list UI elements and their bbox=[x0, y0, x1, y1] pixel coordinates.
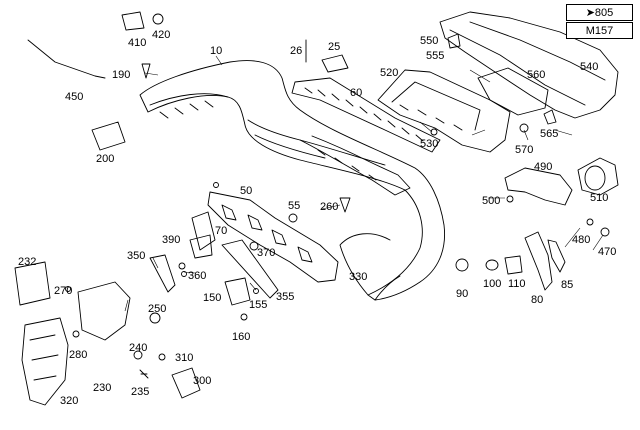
label-565: 565 bbox=[540, 128, 558, 140]
page-ref-box[interactable]: ➤ 805 bbox=[566, 4, 633, 21]
label-100: 100 bbox=[483, 278, 501, 290]
label-470: 470 bbox=[598, 246, 616, 258]
label-250: 250 bbox=[148, 303, 166, 315]
label-560: 560 bbox=[527, 69, 545, 81]
label-90: 90 bbox=[456, 288, 468, 300]
label-420: 420 bbox=[152, 29, 170, 41]
duct-part bbox=[171, 367, 201, 399]
label-150: 150 bbox=[203, 292, 221, 304]
cover-plate bbox=[477, 67, 549, 116]
label-500: 500 bbox=[482, 195, 500, 207]
leader-lines bbox=[124, 55, 604, 312]
sensor-small-parts bbox=[455, 255, 523, 275]
reflector-left bbox=[524, 231, 553, 291]
part-labels: 410 420 10 26 25 190 450 200 60 550 555 … bbox=[18, 29, 616, 407]
label-200: 200 bbox=[96, 153, 114, 165]
page-ref-label: 805 bbox=[594, 6, 614, 19]
label-390: 390 bbox=[162, 234, 180, 246]
label-80: 80 bbox=[531, 294, 543, 306]
label-110: 110 bbox=[508, 278, 526, 290]
side-bracket bbox=[504, 167, 573, 206]
label-230: 230 bbox=[93, 382, 111, 394]
plate-part bbox=[91, 121, 126, 151]
label-85: 85 bbox=[561, 279, 573, 291]
left-bracket-parts bbox=[21, 281, 131, 406]
label-280: 280 bbox=[69, 349, 87, 361]
label-480: 480 bbox=[572, 234, 590, 246]
reflector-right bbox=[547, 239, 566, 273]
sensor-housing bbox=[577, 157, 619, 196]
label-450: 450 bbox=[65, 91, 83, 103]
label-370: 370 bbox=[257, 247, 275, 259]
label-70: 70 bbox=[215, 225, 227, 237]
label-330: 330 bbox=[349, 271, 367, 283]
label-160: 160 bbox=[232, 331, 250, 343]
label-360: 360 bbox=[188, 270, 206, 282]
rear-panel-assembly bbox=[299, 69, 511, 196]
wire-harness bbox=[27, 39, 106, 79]
label-310: 310 bbox=[175, 352, 193, 364]
label-300: 300 bbox=[193, 375, 211, 387]
label-355: 355 bbox=[276, 291, 294, 303]
diffuser bbox=[439, 11, 619, 119]
label-232: 232 bbox=[18, 256, 36, 268]
model-label: M157 bbox=[585, 24, 614, 37]
label-50: 50 bbox=[240, 185, 252, 197]
label-490: 490 bbox=[534, 161, 552, 173]
label-570: 570 bbox=[515, 144, 533, 156]
mounting-brackets bbox=[149, 211, 279, 306]
label-540: 540 bbox=[580, 61, 598, 73]
bumper-carrier bbox=[207, 191, 339, 283]
label-190: 190 bbox=[112, 69, 130, 81]
label-410: 410 bbox=[128, 37, 146, 49]
label-26: 26 bbox=[290, 45, 302, 57]
label-270: 270 bbox=[54, 285, 72, 297]
fasteners bbox=[65, 63, 610, 379]
small-hardware bbox=[121, 11, 557, 125]
label-25: 25 bbox=[328, 41, 340, 53]
label-510: 510 bbox=[590, 192, 608, 204]
panel-part bbox=[14, 261, 51, 306]
arrow-right-icon: ➤ bbox=[585, 7, 595, 19]
label-550: 550 bbox=[420, 35, 438, 47]
label-320: 320 bbox=[60, 395, 78, 407]
label-10: 10 bbox=[210, 45, 222, 57]
label-55: 55 bbox=[288, 200, 300, 212]
model-ref-box: M157 bbox=[566, 22, 633, 39]
label-260: 260 bbox=[320, 201, 338, 213]
grille-strip bbox=[291, 77, 441, 153]
label-60: 60 bbox=[350, 87, 362, 99]
label-240: 240 bbox=[129, 342, 147, 354]
label-530: 530 bbox=[420, 138, 438, 150]
label-520: 520 bbox=[380, 67, 398, 79]
label-155: 155 bbox=[249, 299, 267, 311]
label-555: 555 bbox=[426, 50, 444, 62]
label-350: 350 bbox=[127, 250, 145, 262]
label-235: 235 bbox=[131, 386, 149, 398]
